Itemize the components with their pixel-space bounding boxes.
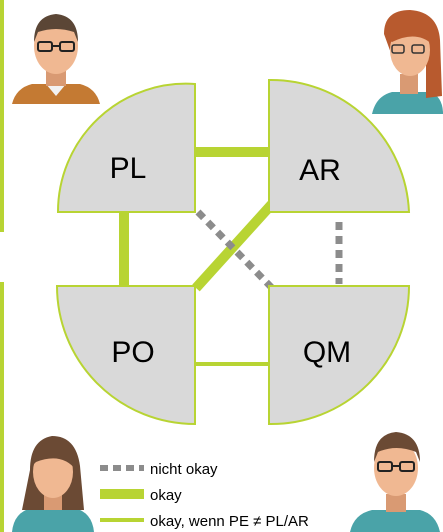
quadrant-label-qm: QM: [303, 336, 351, 369]
quadrant-label-pl: PL: [110, 152, 147, 185]
woman-brown-hair-avatar-icon: [12, 436, 94, 532]
sidebar-bar-bottom: [0, 282, 4, 532]
man-glasses-avatar-icon: [12, 14, 100, 104]
connections: [119, 147, 343, 366]
legend-label-okay: okay: [150, 487, 182, 504]
legend-item-okay-conditional: okay, wenn PE ≠ PL/AR: [100, 513, 309, 530]
quadrant-po: PO: [55, 285, 196, 426]
legend: nicht okay okay okay, wenn PE ≠ PL/AR: [100, 461, 309, 530]
quadrant-pl: PL: [56, 82, 196, 213]
legend-label-not-okay: nicht okay: [150, 461, 218, 478]
quadrant-label-ar: AR: [299, 154, 341, 187]
sidebar-bar-top: [0, 0, 4, 232]
legend-item-okay: okay: [100, 487, 182, 504]
man-glasses-avatar-icon-bottom: [350, 432, 440, 532]
quadrant-ar: AR: [268, 78, 411, 213]
quadrant-qm: QM: [268, 285, 411, 426]
woman-red-hair-avatar-icon: [372, 10, 443, 114]
legend-label-okay-conditional: okay, wenn PE ≠ PL/AR: [150, 513, 309, 530]
link-pl-qm-not-okay: [195, 209, 275, 291]
legend-item-not-okay: nicht okay: [100, 461, 218, 478]
quadrant-label-po: PO: [111, 336, 154, 369]
